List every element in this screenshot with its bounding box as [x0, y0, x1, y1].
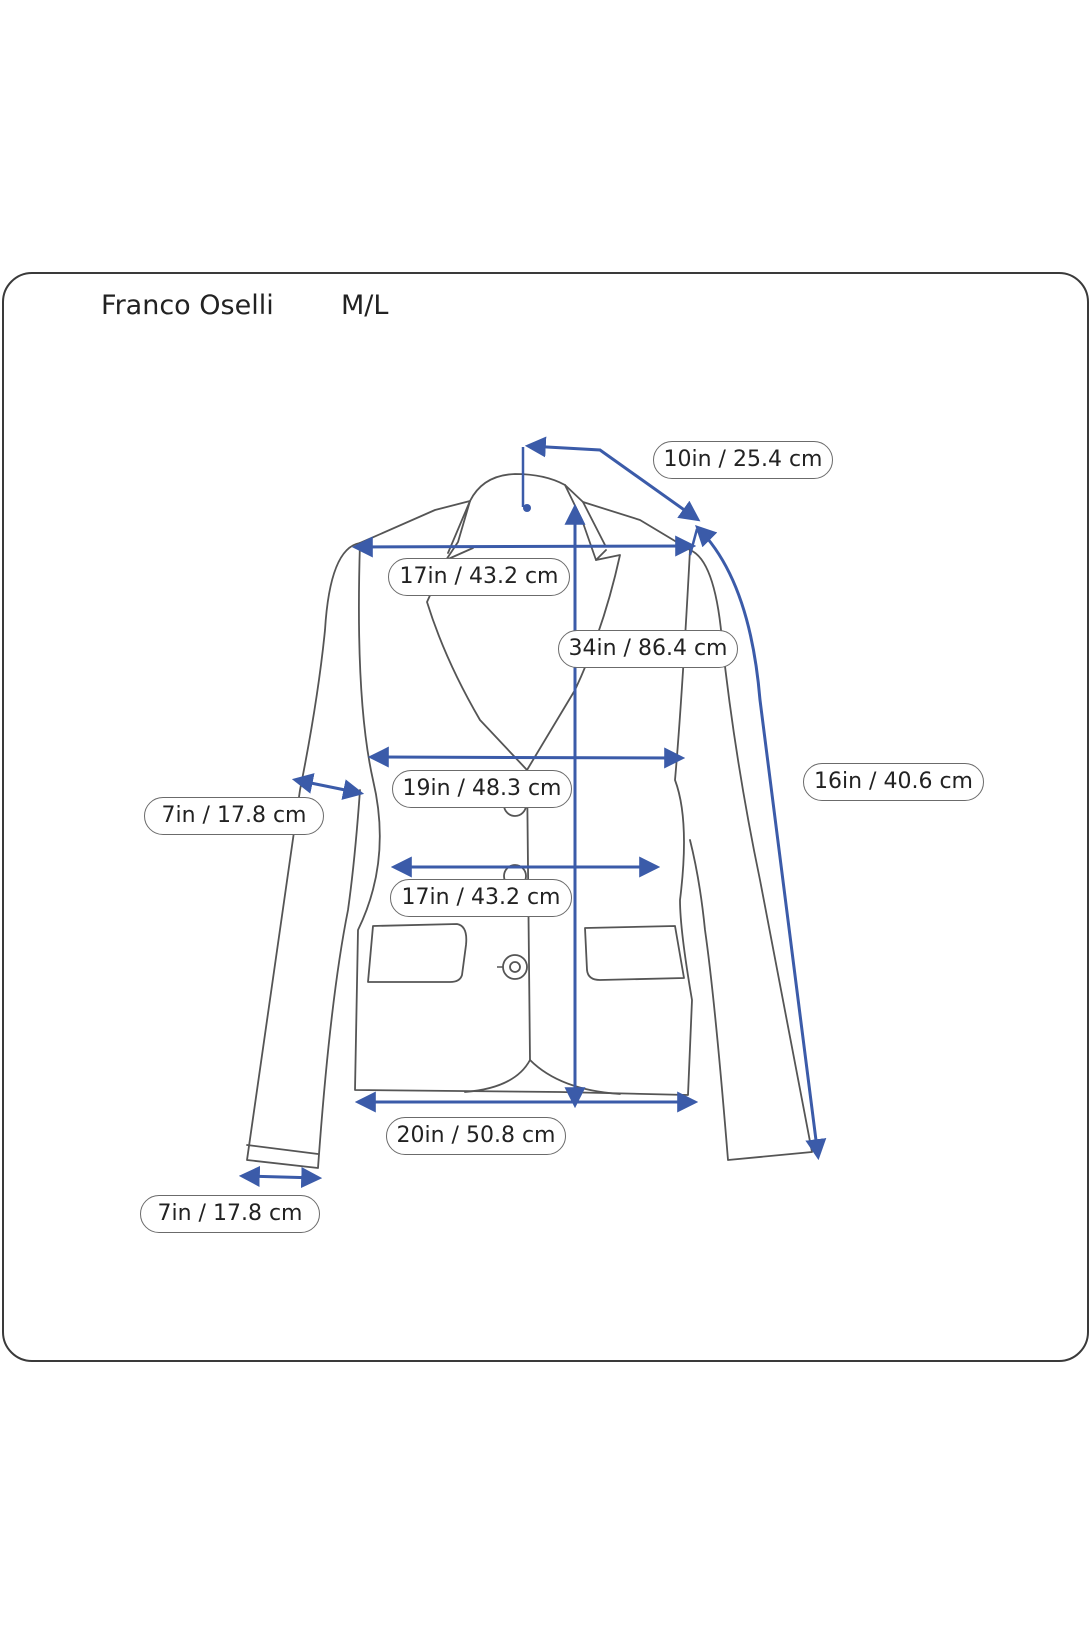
chest-measurement-label: 19in / 48.3 cm: [392, 770, 572, 808]
collar-arrow: [524, 436, 701, 522]
jacket-body-outline: [354, 542, 693, 1096]
bicep-arrow: [291, 773, 365, 800]
length-measurement-label: 34in / 86.4 cm: [558, 630, 738, 668]
measurement-arrows: [238, 436, 827, 1189]
cuff-arrow: [238, 1165, 323, 1189]
collar-guide-dot: [523, 504, 531, 512]
bicep-measurement-label: 7in / 17.8 cm: [144, 797, 324, 835]
collar-measurement-label: 10in / 25.4 cm: [653, 441, 833, 479]
chest-arrow: [367, 746, 686, 769]
sleeve-guide-line: [688, 528, 699, 556]
left-lapel: [426, 500, 528, 771]
waist-measurement-label: 17in / 43.2 cm: [390, 879, 572, 917]
right-shoulder-seam: [582, 501, 691, 551]
front-opening: [464, 769, 531, 1093]
left-shoulder-seam: [359, 500, 471, 544]
sleeve-measurement-label: 16in / 40.6 cm: [803, 763, 984, 801]
button-bottom-center: [509, 961, 521, 973]
right-pocket-flap: [584, 925, 685, 981]
shoulder-measurement-label: 17in / 43.2 cm: [388, 558, 570, 596]
left-sleeve-outline: [246, 542, 361, 1169]
hem-measurement-label: 20in / 50.8 cm: [386, 1117, 566, 1155]
left-pocket-flap: [367, 923, 468, 983]
left-cuff-line: [246, 1144, 319, 1155]
brand-name: Franco Oselli: [101, 290, 274, 321]
diagram-frame: [2, 272, 1089, 1362]
size-label: M/L: [341, 290, 389, 321]
cuff-measurement-label: 7in / 17.8 cm: [140, 1195, 320, 1233]
sleeve-arrow: [695, 525, 827, 1161]
shoulder-arrow: [351, 535, 697, 558]
collar-outline: [447, 473, 606, 554]
